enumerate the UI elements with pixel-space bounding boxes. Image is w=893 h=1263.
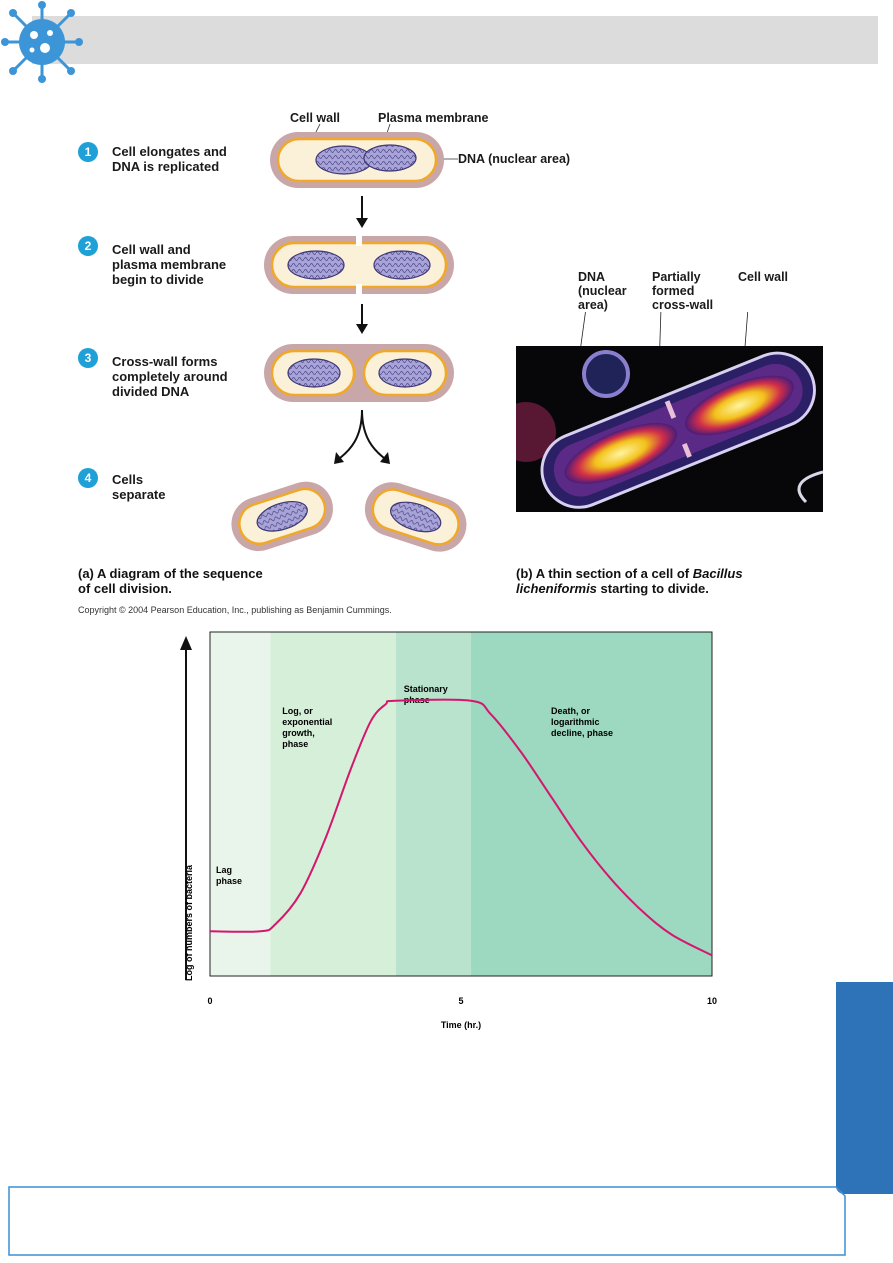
label-plasma-membrane: Plasma membrane [378,111,489,125]
step-2-text: Cell wall and plasma membrane begin to d… [112,242,227,287]
side-tab [836,982,893,1194]
phase-band-3 [471,632,712,976]
header-bar [32,16,878,64]
micrograph-label-crosswall: Partially formed cross-wall [652,270,714,312]
step-3-badge: 3 [78,348,98,368]
step-2-badge: 2 [78,236,98,256]
micrograph-label-dna: DNA (nuclear area) [578,270,627,312]
phase-band-0 [210,632,271,976]
y-axis-arrowhead [180,636,192,650]
micrograph-image [516,312,823,512]
phase-band-2 [395,632,472,976]
step-4-badge: 4 [78,468,98,488]
step-4-text: Cells separate [112,472,166,502]
step-1-badge: 1 [78,142,98,162]
growth-curve-line [209,698,713,957]
step-1-text: Cell elongates and DNA is replicated [112,144,227,174]
label-cell-wall: Cell wall [290,111,341,125]
caption-b: (b) A thin section of a cell of Bacillus… [516,566,743,596]
x-tick-label-0: 0 [207,996,212,1006]
x-tick-label-2: 10 [707,996,717,1006]
y-axis-title: Log of numbers of bacteria [184,864,194,981]
x-axis-title: Time (hr.) [441,1020,481,1030]
caption-a: (a) A diagram of the sequence of cell di… [78,566,263,596]
note-box [8,1186,846,1256]
label-dna: DNA (nuclear area) [458,152,571,166]
virus-icon [1,1,83,83]
phase-band-1 [270,632,396,976]
copyright-notice: Copyright © 2004 Pearson Education, Inc.… [78,605,392,615]
step-3-text: Cross-wall forms completely around divid… [112,354,228,399]
micrograph-label-cell-wall: Cell wall [738,270,789,284]
x-tick-label-1: 5 [458,996,463,1006]
cell-diagram-art [231,123,467,552]
